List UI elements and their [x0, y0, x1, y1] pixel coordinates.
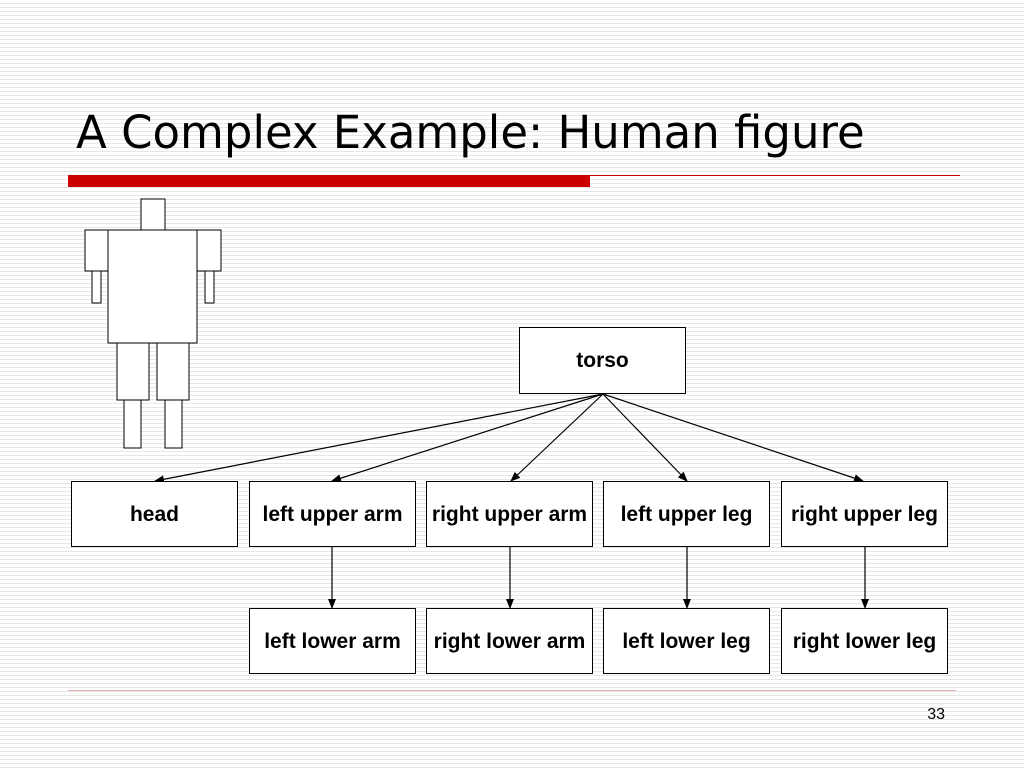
figure-left-upper-leg-shape [116, 342, 150, 401]
edge-torso-right-upper-leg [602, 393, 864, 482]
node-label: right upper leg [791, 502, 938, 526]
footer-divider [68, 690, 956, 691]
figure-right-lower-arm-shape [204, 270, 215, 304]
node-label: left lower leg [622, 629, 751, 653]
node-left-lower-arm: left lower arm [249, 608, 416, 674]
edge-torso-right-upper-arm [510, 393, 604, 482]
edge-torso-left-upper-leg [602, 393, 688, 482]
node-right-upper-leg: right upper leg [781, 481, 948, 547]
slide-title: A Complex Example: Human figure [76, 106, 865, 159]
node-label: torso [576, 349, 629, 372]
node-left-upper-leg: left upper leg [603, 481, 770, 547]
node-label: left upper arm [262, 502, 403, 526]
figure-right-lower-leg-shape [164, 399, 183, 449]
node-label: left upper leg [620, 502, 753, 526]
figure-left-lower-arm-shape [91, 270, 102, 304]
node-left-lower-leg: left lower leg [603, 608, 770, 674]
node-left-upper-arm: left upper arm [249, 481, 416, 547]
figure-right-upper-leg-shape [156, 342, 190, 401]
edge-torso-left-upper-arm [331, 393, 604, 483]
node-label: right lower arm [433, 629, 586, 653]
figure-left-lower-leg-shape [123, 399, 142, 449]
human-figure-illustration [84, 198, 222, 449]
title-underline-thick [68, 175, 590, 187]
page-number: 33 [927, 706, 945, 723]
figure-torso-shape [107, 229, 198, 344]
node-label: right upper arm [431, 502, 588, 526]
node-right-lower-arm: right lower arm [426, 608, 593, 674]
figure-right-upper-arm-shape [196, 229, 222, 272]
node-label: left lower arm [264, 629, 401, 653]
node-label: right lower leg [792, 629, 937, 653]
title-underline-thin [590, 175, 960, 176]
node-torso: torso [519, 327, 686, 394]
node-right-lower-leg: right lower leg [781, 608, 948, 674]
node-label: head [129, 502, 179, 526]
edge-torso-head [154, 393, 604, 484]
figure-head-shape [140, 198, 166, 231]
node-head: head [71, 481, 238, 547]
node-right-upper-arm: right upper arm [426, 481, 593, 547]
